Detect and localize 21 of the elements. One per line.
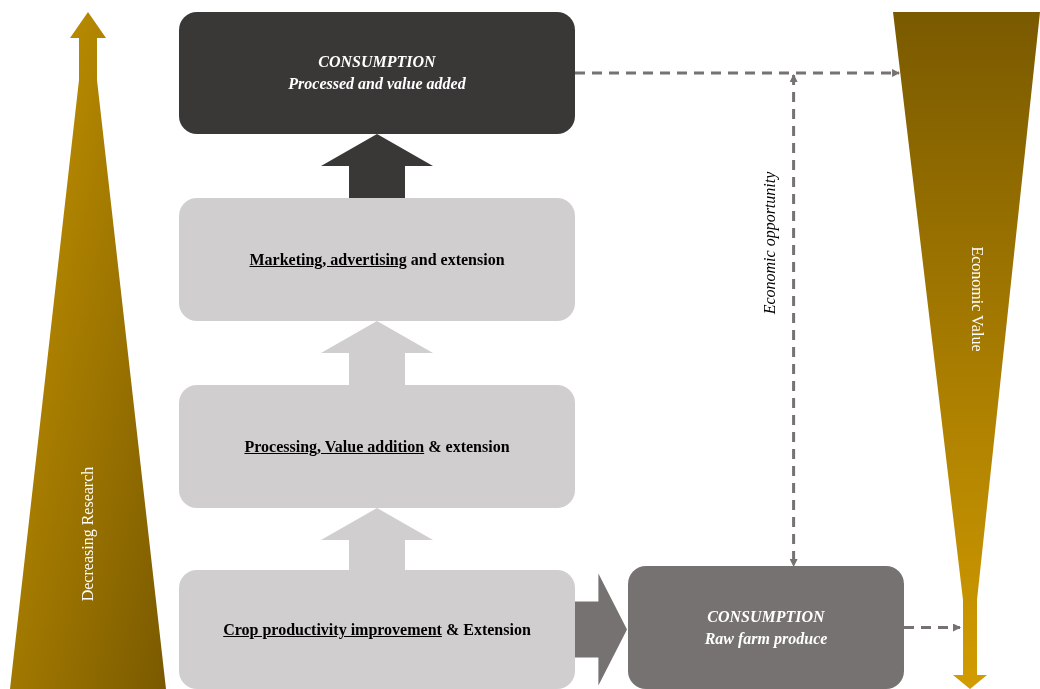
box-text: Marketing, advertising and extension [249, 249, 505, 271]
axis-label: Decreasing Research [78, 465, 98, 604]
dashed-arrow [904, 623, 961, 632]
process-box [628, 566, 904, 689]
block-arrow [575, 573, 627, 686]
process-box [179, 570, 575, 689]
box-text: Crop productivity improvement & Extension [223, 619, 531, 641]
block-arrow [321, 508, 433, 570]
box-heading: CONSUMPTION [318, 52, 436, 72]
axis-label: Economic Value [968, 245, 987, 354]
process-box [179, 198, 575, 321]
box-heading: CONSUMPTION [707, 606, 825, 627]
dashed-arrow [575, 69, 901, 77]
process-box [179, 12, 575, 134]
box-text: Processed and value added [288, 74, 466, 94]
block-arrow [321, 321, 433, 385]
process-box [179, 385, 575, 508]
box-text: Raw farm produce [704, 628, 828, 650]
box-text: Processing, Value addition & extension [244, 436, 510, 458]
block-arrow [321, 134, 433, 198]
dashed-arrow [789, 74, 798, 567]
